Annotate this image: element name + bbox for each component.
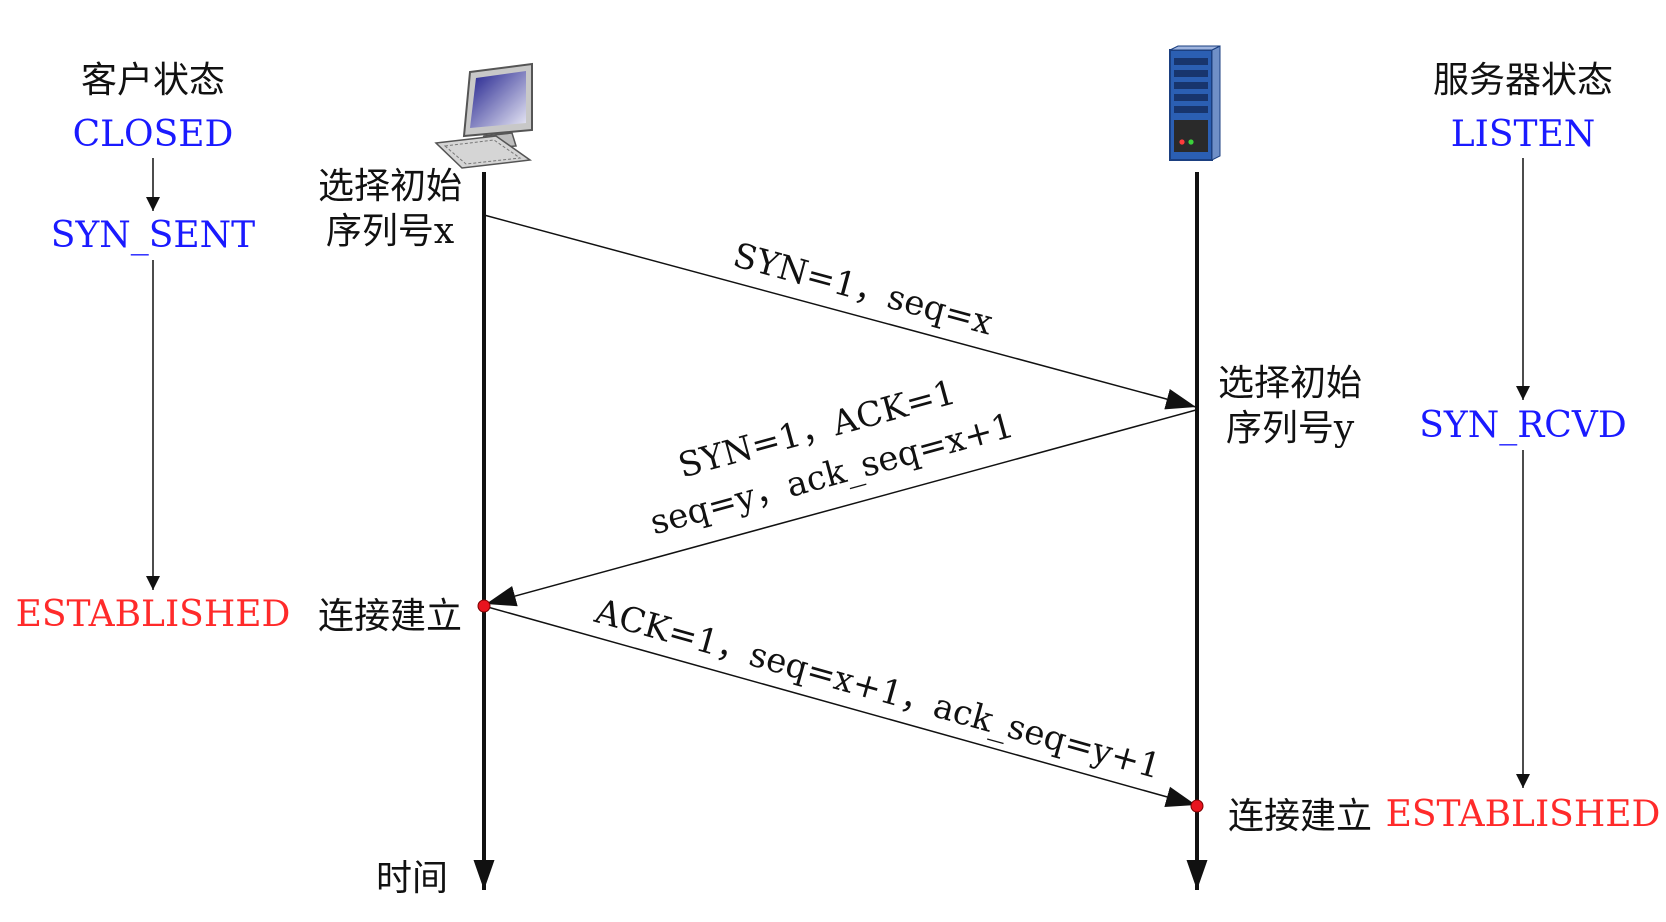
client-state-established: ESTABLISHED <box>16 594 291 635</box>
message-syn-ack-arrow <box>485 409 1197 607</box>
message-syn-arrow <box>483 214 1197 410</box>
time-label: 时间 <box>376 858 448 899</box>
server-established-dot <box>1190 799 1204 813</box>
server-tower-icon <box>1169 45 1221 161</box>
client-state-header: 客户状态 <box>81 60 225 101</box>
client-connection-established: 连接建立 <box>318 596 462 637</box>
message-ack-arrow <box>483 605 1197 808</box>
client-choose-seq-line2: 序列号x <box>326 211 454 252</box>
server-choose-seq-line1: 选择初始 <box>1218 363 1362 404</box>
client-choose-seq-line1: 选择初始 <box>318 166 462 207</box>
server-choose-seq-line2: 序列号y <box>1226 408 1355 449</box>
server-state-listen: LISTEN <box>1451 114 1596 155</box>
server-connection-established: 连接建立 <box>1228 796 1372 837</box>
server-state-established: ESTABLISHED <box>1386 794 1661 835</box>
message-syn-label: SYN=1，seq=x <box>729 235 997 343</box>
client-established-dot <box>477 599 491 613</box>
message-ack-label: ACK=1，seq=x+1，ack_seq=y+1 <box>590 591 1165 787</box>
desktop-computer-icon <box>434 62 533 169</box>
client-state-closed: CLOSED <box>73 114 234 155</box>
server-state-header: 服务器状态 <box>1433 60 1613 101</box>
server-state-syn-rcvd: SYN_RCVD <box>1419 405 1626 446</box>
client-state-syn-sent: SYN_SENT <box>51 215 255 256</box>
